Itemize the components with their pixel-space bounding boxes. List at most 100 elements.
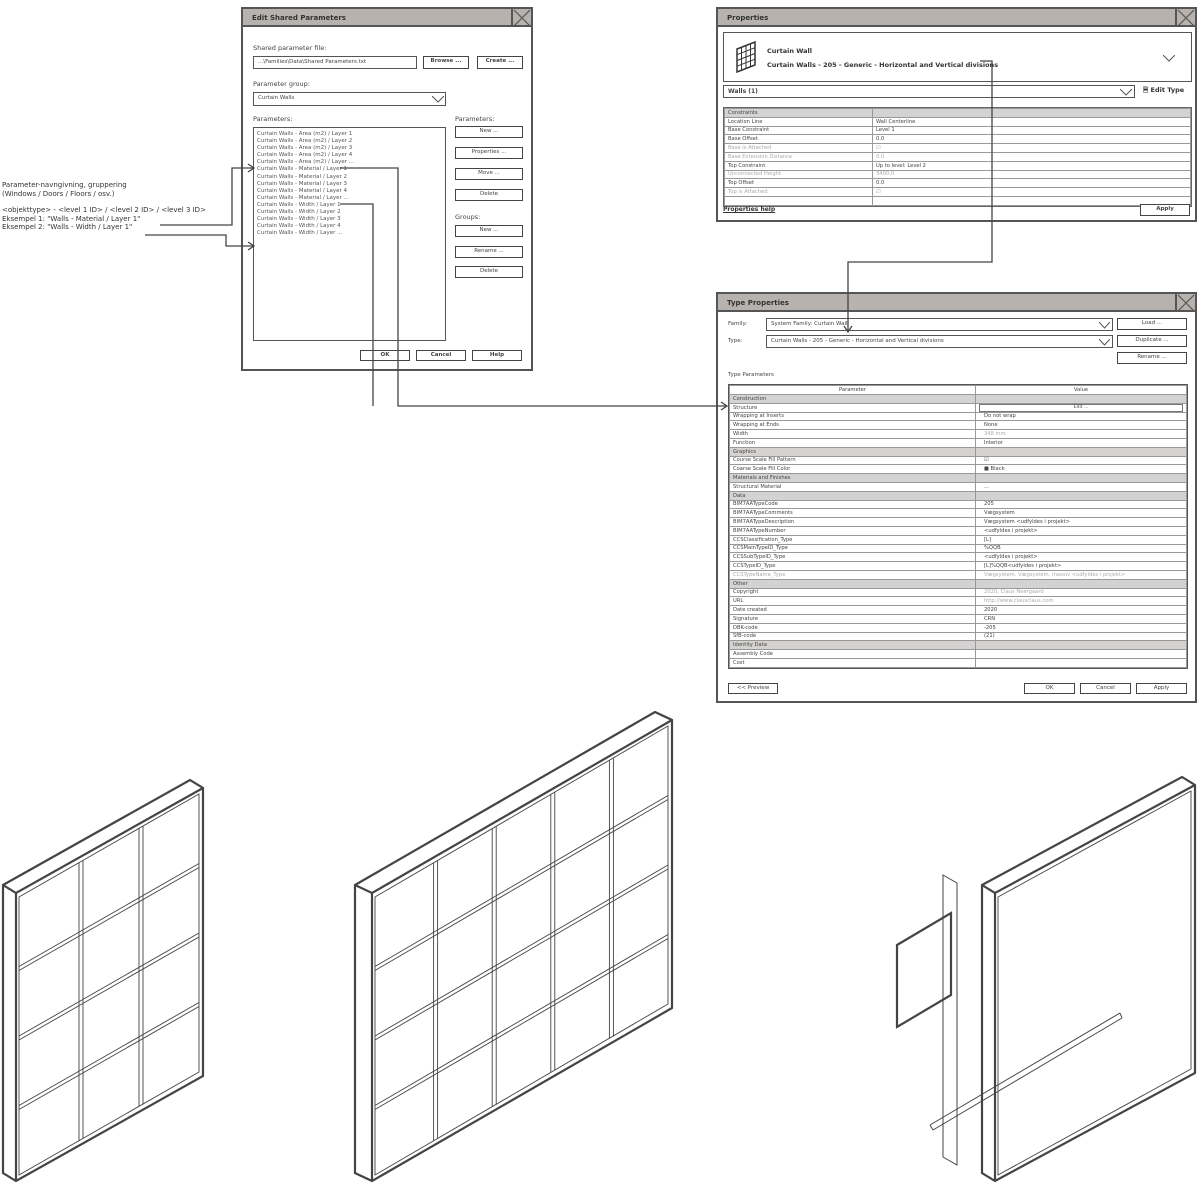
parameter-list-item[interactable]: Curtain Walls - Width / Layer 1 — [257, 201, 341, 208]
parameter-value[interactable]: (21) — [975, 631, 1187, 642]
parameter-value[interactable]: Level 1 — [872, 125, 1191, 136]
wall-grid-5x4-frame — [374, 725, 669, 1176]
parameter-list-item[interactable]: Curtain Walls - Width / Layer ... — [257, 230, 343, 237]
parameter-value[interactable]: <udfyldes i projekt> — [975, 552, 1187, 563]
parameter-value[interactable]: <udfyldes i projekt> — [975, 525, 1187, 536]
parameter-list-item[interactable]: Curtain Walls - Area (m2) / Layer ... — [257, 159, 354, 166]
help-button[interactable]: Help — [472, 350, 522, 361]
type-select[interactable]: Curtain Walls - 205 - Generic - Horizont… — [766, 335, 1113, 348]
parameter-value[interactable]: Up to level: Level 2 — [872, 160, 1191, 171]
parameter-value[interactable]: 348 mm — [975, 429, 1187, 439]
edit-type-icon: 🗎 — [1143, 86, 1149, 94]
family-name: Curtain Wall — [767, 47, 812, 55]
wall-grid-3x4-transom — [18, 863, 200, 971]
table-row: SfB-code(21) — [729, 631, 1187, 642]
parameter-value[interactable]: ... — [975, 481, 1187, 492]
file-path-input[interactable]: ...\Families\Data\Shared Parameters.txt — [253, 56, 417, 69]
type-selector[interactable]: Curtain Wall Curtain Walls - 205 - Gener… — [723, 32, 1192, 82]
ok-button[interactable]: OK — [360, 350, 410, 361]
parameter-value[interactable]: 0.0 — [872, 151, 1191, 162]
parameter-value[interactable]: Do not wrap — [975, 411, 1187, 422]
transom-profile — [929, 1012, 1123, 1131]
parameter-value[interactable]: http://www.clausclaus.com — [975, 596, 1187, 607]
instance-filter-select[interactable]: Walls (1) — [723, 85, 1135, 98]
parameter-value[interactable] — [975, 649, 1187, 659]
ok-button[interactable]: OK — [1024, 683, 1075, 694]
parameter-value[interactable] — [975, 657, 1187, 668]
load-button[interactable]: Load ... — [1117, 318, 1187, 330]
apply-button[interactable]: Apply — [1136, 683, 1187, 694]
parameter-value[interactable]: Edit ... — [975, 402, 1187, 413]
parameter-group-select[interactable]: Curtain Walls — [253, 92, 446, 106]
parameter-value[interactable]: [L] — [975, 534, 1187, 545]
parameter-value[interactable]: None — [975, 420, 1187, 431]
close-button[interactable] — [511, 9, 531, 27]
parameter-value[interactable]: %QQB — [975, 543, 1187, 554]
parameter-list-item[interactable]: Curtain Walls - Area (m2) / Layer 1 — [257, 131, 353, 137]
duplicate-button[interactable]: Duplicate ... — [1117, 335, 1187, 347]
parameter-list-item[interactable]: Curtain Walls - Area (m2) / Layer 3 — [257, 145, 353, 152]
parameter-list-item[interactable]: Curtain Walls - Material / Layer 4 — [257, 187, 348, 194]
table-row: Assembly Code — [729, 649, 1187, 659]
table-row: Structural Material... — [729, 481, 1187, 492]
family-label: Family: — [728, 321, 748, 327]
parameter-list-item[interactable]: Curtain Walls - Material / Layer ... — [257, 194, 349, 201]
parameter-name: Top is Attached — [724, 187, 873, 197]
type-parameters-label: Type Parameters — [728, 372, 774, 378]
table-row: Other — [729, 578, 1187, 589]
browse-button[interactable]: Browse ... — [423, 56, 469, 69]
parameter-value[interactable]: -205 — [975, 622, 1187, 633]
edit-type-button[interactable]: 🗎 Edit Type — [1143, 86, 1184, 97]
parameter-list-item[interactable]: Curtain Walls - Width / Layer 4 — [257, 223, 341, 230]
parameter-value[interactable]: ■ Black — [975, 464, 1187, 475]
parameter-value[interactable]: Vægsystem, Vægsystem, massiv <udfyldes i… — [975, 569, 1187, 580]
group-new-button[interactable]: New ... — [455, 225, 523, 237]
table-row: Identity Data — [729, 640, 1187, 651]
parameter-name: Base is Attached — [724, 143, 873, 153]
parameter-properties-button[interactable]: Properties ... — [455, 147, 523, 159]
parameter-value[interactable]: [L]%QQB<udfyldes i projekt> — [975, 561, 1187, 571]
edit-structure-button[interactable]: Edit ... — [979, 404, 1183, 412]
rename-button[interactable]: Rename ... — [1117, 352, 1187, 364]
parameter-value[interactable]: ☑ — [872, 143, 1191, 153]
parameter-value[interactable]: 0.0 — [872, 134, 1191, 145]
parameter-list-item[interactable]: Curtain Walls - Width / Layer 3 — [257, 216, 341, 223]
create-button[interactable]: Create ... — [477, 56, 523, 69]
parameter-move-button[interactable]: Move ... — [455, 168, 523, 180]
parameter-new-button[interactable]: New ... — [455, 126, 523, 138]
parameter-value[interactable]: Vægsystem <udfyldes i projekt> — [975, 517, 1187, 527]
parameter-value[interactable]: 2020, Claus Neergaard — [975, 587, 1187, 598]
parameter-value[interactable]: CRN — [975, 613, 1187, 624]
parameter-value[interactable]: 2020 — [975, 605, 1187, 615]
family-select[interactable]: System Family: Curtain Wall — [766, 318, 1113, 331]
preview-button[interactable]: << Preview — [728, 683, 778, 694]
parameter-value[interactable]: ☑ — [872, 187, 1191, 197]
wall-grid-5x4-mullion — [433, 860, 439, 1141]
parameter-list-item[interactable]: Curtain Walls - Area (m2) / Layer 2 — [257, 138, 353, 145]
parameter-list-item[interactable]: Curtain Walls - Width / Layer 2 — [257, 209, 341, 216]
parameter-list-item[interactable]: Curtain Walls - Material / Layer 1 — [257, 166, 348, 173]
properties-help-link[interactable]: Properties help — [723, 206, 776, 213]
parameter-list-item[interactable]: Curtain Walls - Material / Layer 3 — [257, 180, 348, 187]
parameter-value[interactable]: 3400.0 — [872, 169, 1191, 180]
parameter-value[interactable]: ☑ — [975, 455, 1187, 466]
close-button[interactable] — [1175, 294, 1195, 312]
parameter-list-item[interactable]: Curtain Walls - Material / Layer 2 — [257, 173, 348, 180]
parameter-value[interactable]: Wall Centerline — [872, 116, 1191, 127]
group-rename-button[interactable]: Rename ... — [455, 245, 523, 258]
cancel-button[interactable]: Cancel — [416, 350, 466, 361]
group-delete-button[interactable]: Delete — [455, 266, 523, 278]
type-properties-dialog: Type Properties Family: System Family: C… — [716, 292, 1197, 703]
table-row: Base is Attached☑ — [724, 143, 1191, 153]
close-button[interactable] — [1175, 9, 1195, 27]
parameter-value[interactable]: Vægsystem — [975, 508, 1187, 519]
cancel-button[interactable]: Cancel — [1080, 683, 1131, 694]
parameter-list-item[interactable]: Curtain Walls - Area (m2) / Layer 4 — [257, 152, 353, 159]
parameter-name: BIM7AATypeDescription — [729, 517, 976, 527]
parameter-delete-button[interactable]: Delete — [455, 189, 523, 201]
apply-button[interactable]: Apply — [1140, 204, 1190, 216]
parameter-value[interactable]: 205 — [975, 499, 1187, 510]
parameter-value[interactable]: 0.0 — [872, 178, 1191, 189]
parameter-value[interactable]: Interior — [975, 437, 1187, 448]
